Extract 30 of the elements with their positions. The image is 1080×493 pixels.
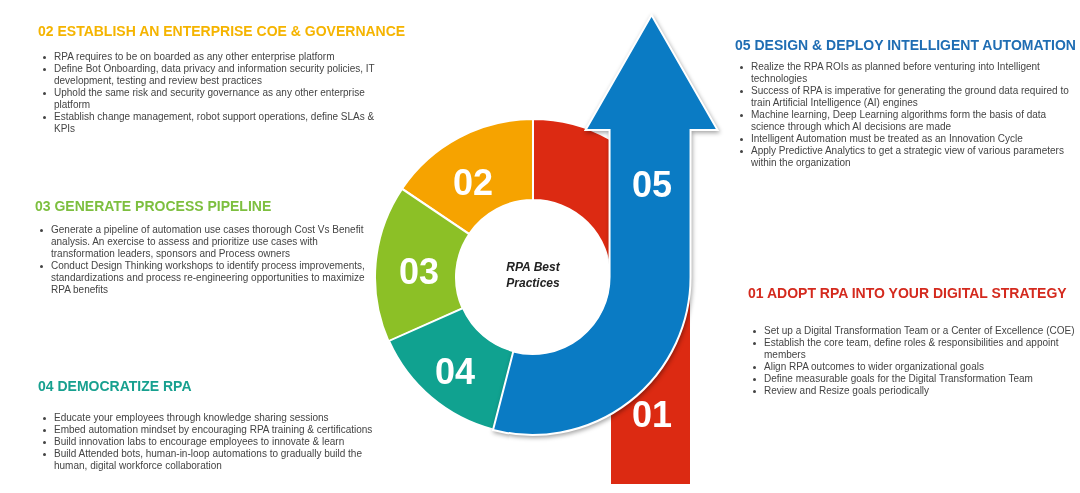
- bullet-item: Establish change management, robot support operations, define SLAs & KPIs: [54, 111, 378, 135]
- center-title: RPA Best Practices: [505, 258, 561, 292]
- bullet-item: Embed automation mindset by encouraging RPA training & certifications: [54, 424, 398, 436]
- segment-number: 03: [398, 254, 439, 290]
- bullet-item: Realize the RPA ROIs as planned before venturing into Intelligent technologies: [751, 61, 1080, 85]
- segment-number: 05: [631, 167, 672, 203]
- section-heading: 01 ADOPT RPA INTO YOUR DIGITAL STRATEGY: [748, 285, 1067, 301]
- bullet-item: RPA requires to be on boarded as any other enterprise platform: [54, 51, 378, 63]
- bullet-item: Machine learning, Deep Learning algorithms form the basis of data science through which AI decisions are made: [751, 109, 1080, 133]
- bullet-item: Educate your employees through knowledge sharing sessions: [54, 412, 398, 424]
- section-heading: 03 GENERATE PROCESS PIPELINE: [35, 198, 272, 214]
- bullet-item: Uphold the same risk and security governance as any other enterprise platform: [54, 87, 378, 111]
- bullet-item: Establish the core team, define roles & responsibilities and appoint members: [764, 337, 1078, 361]
- bullet-item: Define measurable goals for the Digital Transformation Team: [764, 373, 1078, 385]
- bullet-item: Intelligent Automation must be treated as an Innovation Cycle: [751, 133, 1080, 145]
- bullet-item: Set up a Digital Transformation Team or a Center of Excellence (COE): [764, 325, 1078, 337]
- segment-number: 02: [452, 165, 493, 201]
- section-heading: 04 DEMOCRATIZE RPA: [38, 378, 192, 394]
- bullet-item: Review and Resize goals periodically: [764, 385, 1078, 397]
- segment-number: 04: [434, 354, 475, 390]
- section-heading: 05 DESIGN & DEPLOY INTELLIGENT AUTOMATION: [735, 37, 1076, 53]
- bullet-item: Build innovation labs to encourage employees to innovate & learn: [54, 436, 398, 448]
- bullet-item: Apply Predictive Analytics to get a strategic view of various parameters within the organization: [751, 145, 1080, 169]
- bullet-item: Success of RPA is imperative for generating the ground data required to train Artificial Intelligence (AI) engines: [751, 85, 1080, 109]
- bullet-item: Align RPA outcomes to wider organizational goals: [764, 361, 1078, 373]
- bullet-item: Generate a pipeline of automation use cases thorough Cost Vs Benefit analysis. An exercise to assess and prioritize use cases with transformation leaders, sponsors and Process owners: [51, 224, 380, 260]
- bullet-item: Build Attended bots, human-in-loop automations to gradually build the human, digital workforce collaboration: [54, 448, 398, 472]
- segment-number: 01: [632, 397, 672, 433]
- bullet-item: Define Bot Onboarding, data privacy and information security policies, IT development, testing and review best practices: [54, 63, 378, 87]
- section-heading: 02 ESTABLISH AN ENTERPRISE COE & GOVERNANCE: [38, 23, 406, 39]
